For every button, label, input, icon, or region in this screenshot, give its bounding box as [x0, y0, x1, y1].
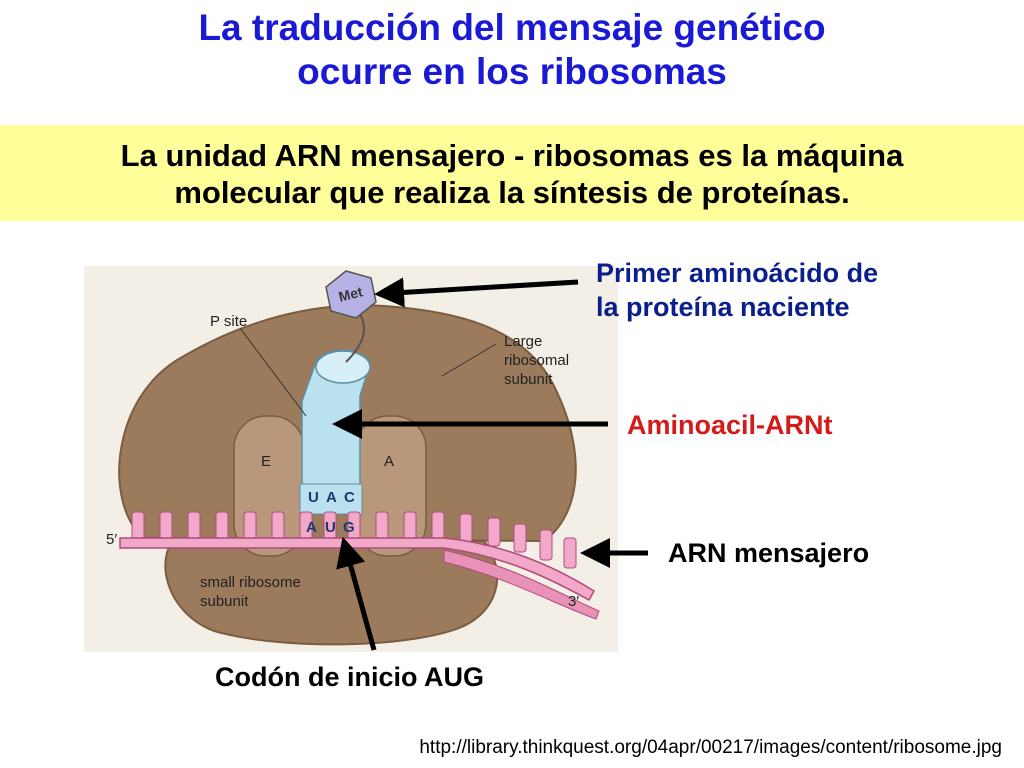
large-subunit-leader [441, 343, 497, 377]
aminoacyl-trna-callout: Aminoacil-ARNt [627, 410, 833, 440]
three-prime-label: 3′ [568, 593, 579, 610]
codon-2: U [325, 519, 336, 536]
arrow-start-codon [336, 536, 377, 651]
met-label: Met [337, 283, 365, 304]
met-hexagon [325, 270, 377, 319]
first-amino-line-2: la proteína naciente [596, 292, 850, 322]
start-codon-callout: Codón de inicio AUG [215, 662, 484, 692]
first-amino-line-1: Primer aminoácido de [596, 258, 879, 288]
codon-1: A [306, 519, 317, 536]
first-amino-acid-callout: Primer aminoácido de la proteína nacient… [596, 256, 878, 324]
slide-title: La traducción del mensaje genético ocurr… [0, 6, 1024, 94]
banner-line-2: molecular que realiza la síntesis de pro… [174, 175, 850, 210]
large-subunit-label-3: subunit [504, 371, 553, 388]
mrna-callout: ARN mensajero [668, 538, 870, 568]
mrna-tail [443, 549, 600, 620]
summary-banner: La unidad ARN mensajero - ribosomas es l… [0, 125, 1024, 221]
anticodon-1: U [308, 489, 319, 506]
small-subunit-shape [164, 534, 498, 646]
trna-top [315, 350, 371, 384]
source-url: http://library.thinkquest.org/04apr/0021… [419, 737, 1002, 758]
trna-anticodon-stem [299, 483, 363, 515]
arrow-first-amino [374, 277, 579, 308]
codon-3: G [343, 519, 355, 536]
small-subunit-label-1: small ribosome [200, 574, 301, 591]
p-site-leader [239, 327, 307, 417]
anticodon-2: A [326, 489, 337, 506]
five-prime-label: 5′ [106, 531, 117, 548]
large-subunit-label-1: Large [504, 333, 542, 350]
large-subunit-label-2: ribosomal [504, 352, 569, 369]
banner-line-1: La unidad ARN mensajero - ribosomas es l… [120, 138, 904, 173]
e-site-label: E [261, 453, 271, 470]
title-line-1: La traducción del mensaje genético [198, 7, 826, 48]
mrna-strand [119, 537, 596, 602]
anticodon-3: C [344, 489, 355, 506]
title-line-2: ocurre en los ribosomas [297, 51, 727, 92]
p-site-label: P site [210, 313, 247, 330]
a-site-label: A [384, 453, 394, 470]
small-subunit-label-2: subunit [200, 593, 249, 610]
